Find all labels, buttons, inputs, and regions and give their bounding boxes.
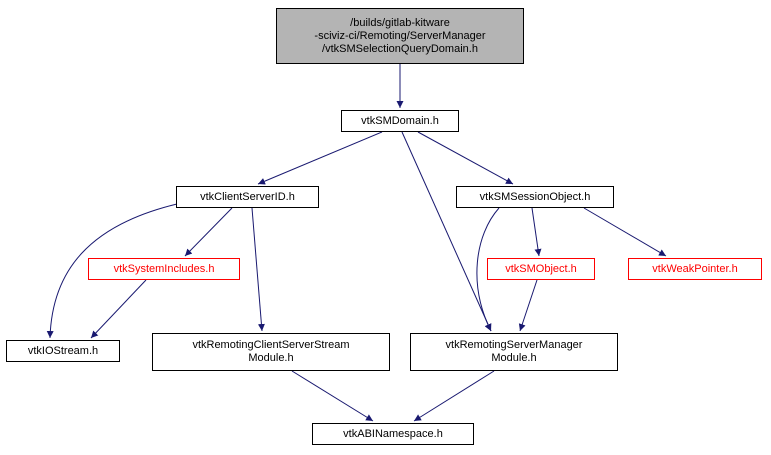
edge-smsessionobject-weakpointer (583, 207, 667, 257)
edge-smdomain-smsessionobject (417, 131, 514, 185)
node-vtkiostream[interactable]: vtkIOStream.h (6, 340, 120, 362)
edge-systemincludes-iostream (90, 279, 147, 339)
edge-smobject-servermanager-module (518, 279, 538, 332)
root-file-line: /builds/gitlab-kitware (350, 16, 450, 29)
node-label: vtkSMObject.h (505, 262, 577, 275)
edge-smdomain-clientserverid (257, 131, 383, 185)
edge-smsessionobject-servermanager-module (476, 207, 500, 332)
edge-clientserverstream-module-abinamespace (291, 370, 374, 422)
node-label: vtkIOStream.h (27, 344, 99, 357)
node-label: vtkSMSessionObject.h (479, 190, 591, 203)
node-vtkremotingclientserverstream-module[interactable]: vtkRemotingClientServerStream Module.h (152, 333, 390, 371)
edge-smdomain-servermanager-module (401, 131, 492, 332)
node-vtkabinamespace[interactable]: vtkABINamespace.h (312, 423, 474, 445)
root-file-line: /vtkSMSelectionQueryDomain.h (322, 42, 478, 55)
node-label: vtkSystemIncludes.h (113, 262, 215, 275)
node-label: vtkSMDomain.h (361, 114, 439, 127)
edge-clientserverid-clientserverstream-module (251, 207, 265, 332)
node-label-line: Module.h (491, 352, 537, 364)
node-vtksmsessionobject[interactable]: vtkSMSessionObject.h (456, 186, 614, 208)
node-label-line: vtkRemotingClientServerStream (192, 339, 350, 351)
edge-smsessionobject-smobject (531, 207, 542, 257)
node-vtkweakpointer[interactable]: vtkWeakPointer.h (628, 258, 762, 280)
node-vtkremotingservermanager-module[interactable]: vtkRemotingServerManager Module.h (410, 333, 618, 371)
node-label: vtkABINamespace.h (343, 427, 443, 440)
node-label-line: Module.h (248, 352, 294, 364)
edge-clientserverid-systemincludes (184, 207, 233, 257)
root-file-line: -sciviz-ci/Remoting/ServerManager (314, 29, 486, 42)
edge-clientserverid-iostream (46, 203, 178, 339)
node-vtksmobject[interactable]: vtkSMObject.h (487, 258, 595, 280)
node-label: vtkWeakPointer.h (652, 262, 738, 275)
node-label: vtkClientServerID.h (200, 190, 295, 203)
node-vtkclientserverid[interactable]: vtkClientServerID.h (176, 186, 319, 208)
node-label-line: vtkRemotingServerManager (445, 339, 583, 351)
node-vtksmdomain[interactable]: vtkSMDomain.h (341, 110, 459, 132)
node-vtksystemincludes[interactable]: vtkSystemIncludes.h (88, 258, 240, 280)
node-root-file: /builds/gitlab-kitware -sciviz-ci/Remoti… (276, 8, 524, 64)
edge-servermanager-module-abinamespace (413, 370, 495, 422)
